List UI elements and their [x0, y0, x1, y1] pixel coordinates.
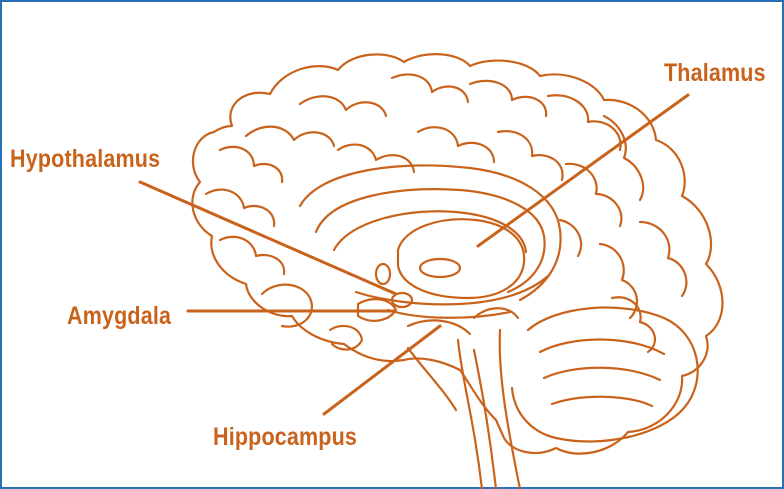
cerebrum-outline	[192, 54, 722, 454]
hypothalamus-label: Hypothalamus	[10, 147, 160, 172]
hippocampus-label: Hippocampus	[213, 425, 357, 450]
thalamus-label: Thalamus	[664, 61, 766, 86]
thalamus-pointer	[478, 95, 688, 246]
thalamus-shape	[398, 219, 524, 298]
cerebellum-outline	[512, 308, 698, 442]
brainstem-outline	[458, 340, 482, 489]
amygdala-label: Amygdala	[67, 304, 171, 329]
hippocampus-pointer	[324, 326, 440, 414]
